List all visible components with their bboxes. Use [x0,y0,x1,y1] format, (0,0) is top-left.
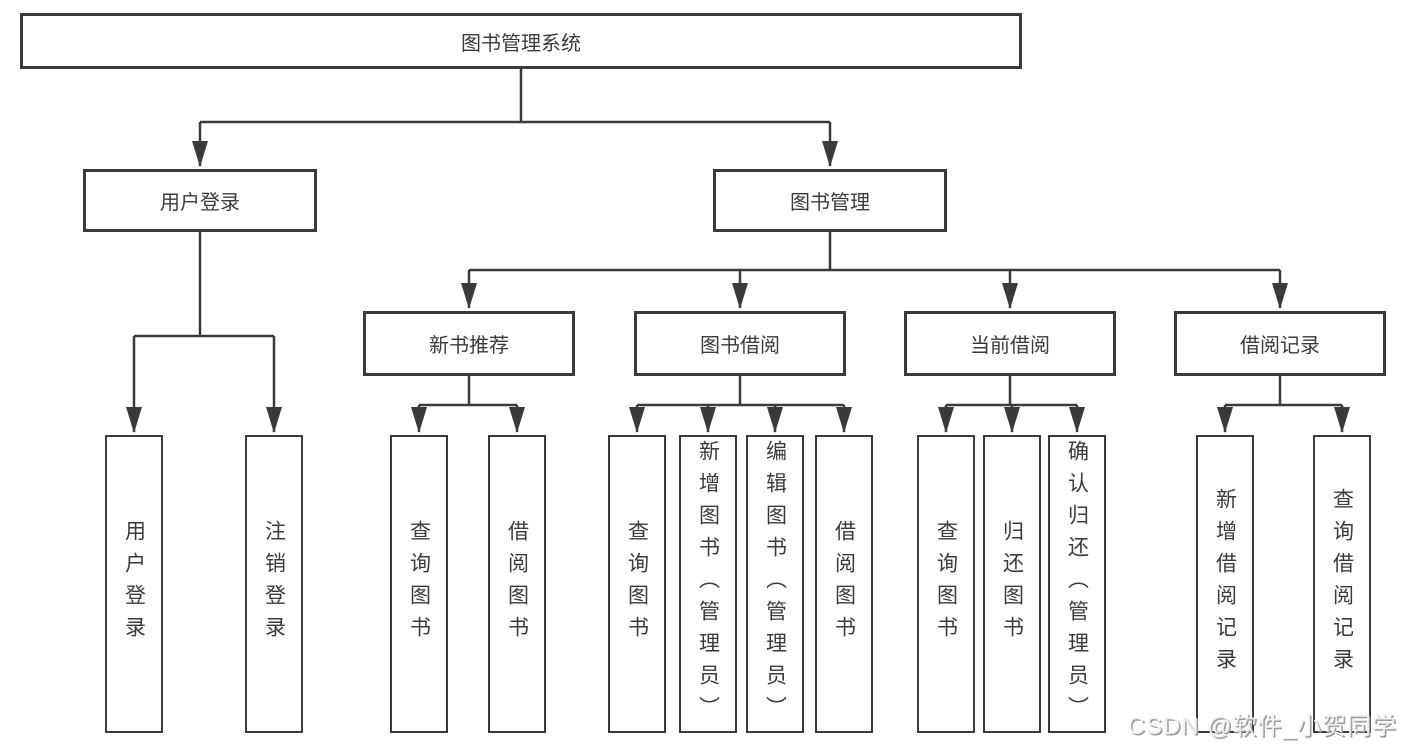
node-book-borrow: 图书借阅 [634,311,846,376]
leaf-recommend-borrow-books-label: 借阅图书 [505,520,529,648]
node-book-borrow-label: 图书借阅 [700,335,780,357]
leaf-borrow-borrow-books: 借阅图书 [815,435,873,733]
leaf-current-query-books-label: 查询图书 [934,520,958,648]
leaf-user-login-label: 用户登录 [122,520,146,648]
leaf-borrow-edit-books-admin-label: 编辑图书（管理员） [763,440,787,728]
leaf-borrow-borrow-books-label: 借阅图书 [832,520,856,648]
leaf-records-add-record-label: 新增借阅记录 [1213,488,1237,680]
leaf-current-return-books-label: 归还图书 [1000,520,1024,648]
leaf-records-add-record: 新增借阅记录 [1196,435,1254,733]
leaf-records-query-record-label: 查询借阅记录 [1330,488,1354,680]
leaf-current-confirm-return-admin-label: 确认归还（管理员） [1065,440,1089,728]
leaf-borrow-query-books-label: 查询图书 [625,520,649,648]
leaf-current-confirm-return-admin: 确认归还（管理员） [1048,435,1106,733]
node-new-book-recommend-label: 新书推荐 [429,335,509,357]
leaf-recommend-query-books-label: 查询图书 [407,520,431,648]
leaf-logout-label: 注销登录 [262,520,286,648]
node-new-book-recommend: 新书推荐 [363,311,575,376]
node-current-borrow: 当前借阅 [904,311,1116,376]
leaf-logout: 注销登录 [245,435,303,733]
node-user-login-label: 用户登录 [160,192,240,214]
node-borrow-records: 借阅记录 [1174,311,1386,376]
node-current-borrow-label: 当前借阅 [970,335,1050,357]
leaf-recommend-borrow-books: 借阅图书 [488,435,546,733]
node-book-management: 图书管理 [713,169,947,232]
leaf-records-query-record: 查询借阅记录 [1313,435,1371,733]
node-book-management-label: 图书管理 [790,192,870,214]
node-root-label: 图书管理系统 [461,32,581,55]
leaf-current-query-books: 查询图书 [917,435,975,733]
node-borrow-records-label: 借阅记录 [1240,335,1320,357]
leaf-user-login: 用户登录 [105,435,163,733]
leaf-borrow-edit-books-admin: 编辑图书（管理员） [746,435,804,733]
leaf-borrow-query-books: 查询图书 [608,435,666,733]
leaf-current-return-books: 归还图书 [983,435,1041,733]
leaf-borrow-add-books-admin-label: 新增图书（管理员） [696,440,720,728]
leaf-borrow-add-books-admin: 新增图书（管理员） [679,435,737,733]
leaf-recommend-query-books: 查询图书 [390,435,448,733]
node-user-login: 用户登录 [83,169,317,232]
node-root: 图书管理系统 [20,13,1022,69]
